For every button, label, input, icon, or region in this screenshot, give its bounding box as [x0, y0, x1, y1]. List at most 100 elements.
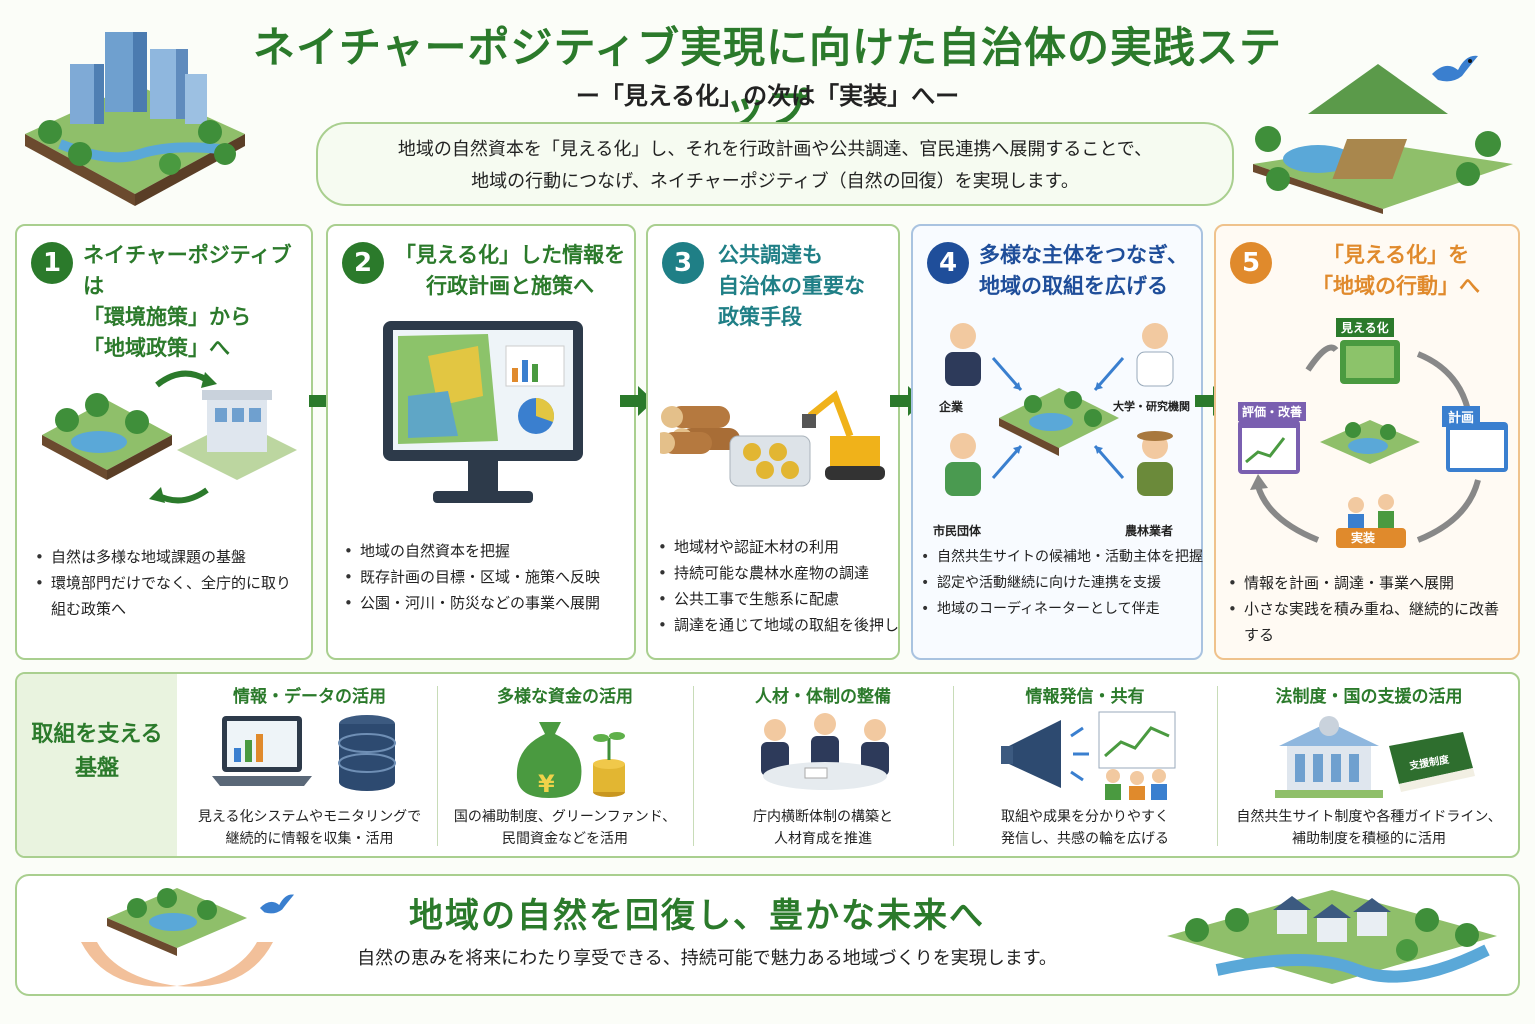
step-number-5: 5 [1230, 242, 1272, 284]
foundation-desc-line: 人材育成を推進 [774, 831, 872, 847]
step-title-1-line-2: 「環境施策」から [83, 305, 251, 329]
step-number-4: 4 [927, 242, 969, 284]
meeting-people-icon [761, 713, 889, 790]
step-title-3-line-3: 政策手段 [718, 305, 802, 329]
page-subtitle: ー「見える化」の次は「実装」へー [575, 82, 960, 110]
step-1-bullet-1: 自然は多様な地域課題の基盤 [33, 544, 303, 570]
actor-label-farmer: 農林業者 [1125, 524, 1174, 538]
arrow-right-icon [620, 386, 654, 416]
step-3-bullet-2: 持続可能な農林水産物の調達 [656, 560, 900, 586]
megaphone-icon [1001, 711, 1176, 800]
intro-box: 地域の自然資本を「見える化」し、それを行政計画や公共調達、官民連携へ展開すること… [316, 122, 1234, 206]
step-title-4: 多様な主体をつなぎ、 地域の取組を広げる [979, 240, 1201, 302]
step-number-2: 2 [342, 242, 384, 284]
laptop-database-icon [212, 715, 396, 791]
foundation-item-desc: 取組や成果を分かりやすく 発信し、共感の輪を広げる [955, 806, 1215, 850]
step-card-4: 4 多様な主体をつなぎ、 地域の取組を広げる 企業 大学・研究機関 市民団体 農… [911, 224, 1203, 660]
step-number-1: 1 [31, 242, 73, 284]
step-title-2-line-2: 行政計画と施策へ [426, 274, 594, 298]
divider [437, 686, 438, 846]
cycle-label-plan: 計画 [1442, 406, 1481, 427]
city-illustration [25, 32, 245, 206]
foundation-item-desc: 国の補助制度、グリーンファンド、 民間資金などを活用 [439, 806, 691, 850]
actor-label-university: 大学・研究機関 [1113, 400, 1190, 413]
foundation-item-title: 情報・データの活用 [233, 687, 386, 707]
foundation-item-desc: 自然共生サイト制度や各種ガイドライン、 補助制度を積極的に活用 [1219, 806, 1518, 850]
government-building-icon [1275, 716, 1475, 798]
step-bullets-1: 自然は多様な地域課題の基盤 環境部門だけでなく、全庁的に取り組む政策へ [33, 544, 303, 622]
town-nature-illustration [1167, 890, 1497, 984]
step-title-2-line-1: 「見える化」した情報を [394, 243, 626, 267]
foundation-item-legal: 法制度・国の支援の活用 支援制度 自然共生サイト制度や各種ガイドライン、 補助制… [1219, 674, 1518, 856]
step-bullets-4: 自然共生サイトの候補地・活動主体を把握 認定や活動継続に向けた連携を支援 地域の… [919, 544, 1203, 622]
monitor-map-illustration [383, 321, 583, 503]
cycle-label-evaluate: 評価・改善 [1238, 402, 1307, 421]
bird-icon [1432, 55, 1478, 82]
hands-holding-nature-illustration [81, 888, 273, 987]
foundation-desc-line: 自然共生サイト制度や各種ガイドライン、 [1236, 809, 1502, 825]
nature-to-city-illustration [42, 370, 297, 504]
step-card-1: 1 ネイチャーポジティブは 「環境施策」から 「地域政策」へ 自然は多様な地域課… [15, 224, 313, 660]
step-bullets-3: 地域材や認証木材の利用 持続可能な農林水産物の調達 公共工事で生態系に配慮 調達… [656, 534, 900, 638]
step-title-3-line-2: 自治体の重要な [718, 274, 865, 298]
foundation-label-line-2: 基盤 [74, 756, 119, 781]
step-title-1-line-3: 「地域政策」へ [83, 336, 230, 360]
stakeholder-network-illustration [945, 323, 1174, 496]
step-title-5-line-2: 「地域の行動」へ [1312, 274, 1480, 298]
divider [693, 686, 694, 846]
foundation-label: 取組を支える 基盤 [17, 674, 177, 856]
actor-label-company: 企業 [939, 400, 964, 414]
foundation-item-title: 法制度・国の支援の活用 [1275, 687, 1463, 707]
step-card-2: 2 「見える化」した情報を 行政計画と施策へ 地域の自然資本を把握 既存計画の目… [326, 224, 636, 660]
step-4-bullet-1: 自然共生サイトの候補地・活動主体を把握 [919, 544, 1203, 570]
step-title-4-line-1: 多様な主体をつなぎ、 [979, 243, 1188, 267]
cycle-label-implement: 実装 [1351, 531, 1376, 545]
step-card-5: 5 「見える化」を 「地域の行動」へ 見える化 計画 実装 評価・改善 情報を計… [1214, 224, 1520, 660]
step-bullets-5: 情報を計画・調達・事業へ展開 小さな実践を積み重ね、継続的に改善する [1226, 570, 1512, 648]
nature-illustration [1253, 64, 1513, 214]
foundation-item-communication: 情報発信・共有 取組や成果を分かりやすく 発信し、共感の輪を広げる [955, 674, 1215, 856]
step-title-2: 「見える化」した情報を 行政計画と施策へ [390, 240, 630, 302]
foundation-item-title: 多様な資金の活用 [497, 687, 633, 707]
step-2-bullet-3: 公園・河川・防災などの事業へ展開 [342, 590, 632, 616]
foundation-item-people: 人材・体制の整備 庁内横断体制の構築と 人材育成を推進 [695, 674, 951, 856]
step-2-bullet-2: 既存計画の目標・区域・施策へ反映 [342, 564, 632, 590]
foundation-item-desc: 庁内横断体制の構築と 人材育成を推進 [695, 806, 951, 850]
foundation-desc-line: 取組や成果を分かりやすく [1001, 809, 1169, 825]
foundation-item-funding: 多様な資金の活用 ¥ 国の補助制度、グリーンファンド、 民間資金などを活用 [439, 674, 691, 856]
foundation-item-desc: 見える化システムやモニタリングで 継続的に情報を収集・活用 [182, 806, 437, 850]
procurement-illustration [660, 390, 885, 487]
page-title: ネイチャーポジティブ実現に向けた自治体の実践ステップ [252, 23, 1283, 133]
step-1-bullet-2: 環境部門だけでなく、全庁的に取り組む政策へ [33, 570, 303, 622]
divider [1217, 686, 1218, 846]
step-title-1-line-1: ネイチャーポジティブは [83, 243, 292, 298]
pdca-cycle-illustration [1238, 340, 1508, 548]
bottom-banner: 地域の自然を回復し、豊かな未来へ 自然の恵みを将来にわたり享受できる、持続可能で… [15, 874, 1520, 996]
foundation-desc-line: 民間資金などを活用 [502, 831, 628, 847]
step-3-bullet-4: 調達を通じて地域の取組を後押し [656, 612, 900, 638]
money-bag-icon [516, 722, 625, 798]
foundation-section: 取組を支える 基盤 情報・データの活用 見える化システムやモニタリングで 継続的… [15, 672, 1520, 858]
step-bullets-2: 地域の自然資本を把握 既存計画の目標・区域・施策へ反映 公園・河川・防災などの事… [342, 538, 632, 616]
intro-line-1: 地域の自然資本を「見える化」し、それを行政計画や公共調達、官民連携へ展開すること… [397, 139, 1153, 160]
foundation-desc-line: 補助制度を積極的に活用 [1292, 831, 1446, 847]
step-title-1: ネイチャーポジティブは 「環境施策」から 「地域政策」へ [83, 240, 309, 364]
foundation-desc-line: 継続的に情報を収集・活用 [225, 831, 394, 847]
step-title-3-line-1: 公共調達も [718, 243, 823, 267]
foundation-desc-line: 庁内横断体制の構築と [753, 809, 893, 825]
step-4-bullet-3: 地域のコーディネーターとして伴走 [919, 596, 1203, 622]
step-title-3: 公共調達も 自治体の重要な 政策手段 [718, 240, 896, 333]
step-2-bullet-1: 地域の自然資本を把握 [342, 538, 632, 564]
step-3-bullet-3: 公共工事で生態系に配慮 [656, 586, 900, 612]
foundation-item-data: 情報・データの活用 見える化システムやモニタリングで 継続的に情報を収集・活用 [182, 674, 437, 856]
footer-description: 自然の恵みを将来にわたり享受できる、持続可能で魅力ある地域づくりを実現します。 [357, 948, 1057, 969]
foundation-label-line-1: 取組を支える [31, 722, 163, 747]
step-title-5: 「見える化」を 「地域の行動」へ [1278, 240, 1514, 302]
step-title-5-line-1: 「見える化」を [1322, 243, 1470, 267]
footer-title: 地域の自然を回復し、豊かな未来へ [409, 896, 985, 936]
step-4-bullet-2: 認定や活動継続に向けた連携を支援 [919, 570, 1203, 596]
foundation-item-title: 情報発信・共有 [1025, 687, 1145, 707]
actor-label-citizen-group: 市民団体 [933, 524, 982, 538]
step-3-bullet-1: 地域材や認証木材の利用 [656, 534, 900, 560]
